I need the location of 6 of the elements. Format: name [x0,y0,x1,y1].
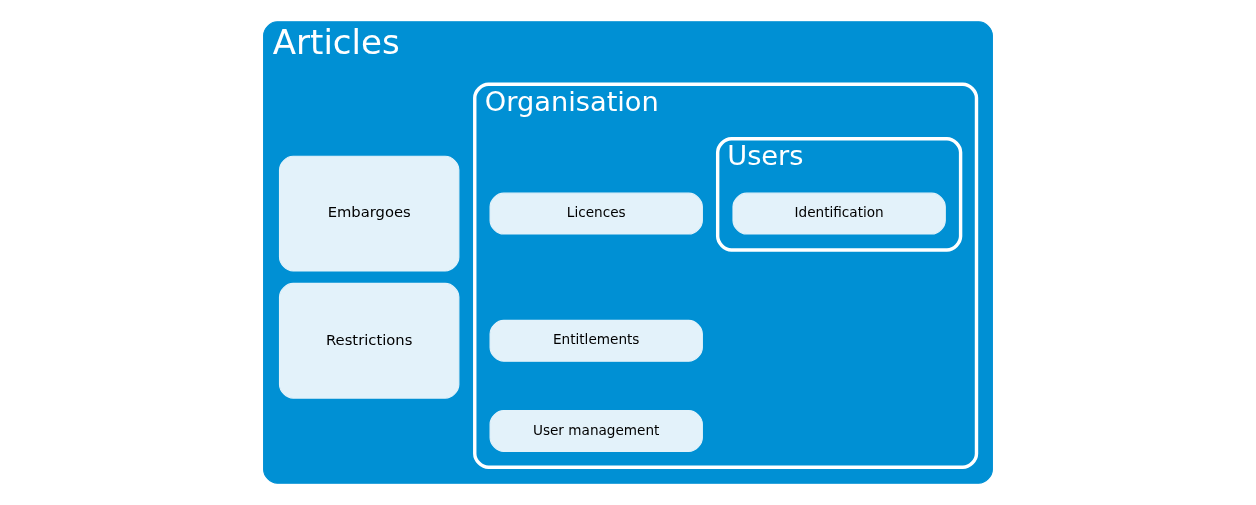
node-box: Embargoes [278,155,460,272]
node-box: Restrictions [278,282,460,399]
node-box: Entitlements [489,319,703,362]
node-box: Licences [489,192,703,235]
node-box: User management [489,410,703,452]
node-box: Identification [732,192,946,235]
